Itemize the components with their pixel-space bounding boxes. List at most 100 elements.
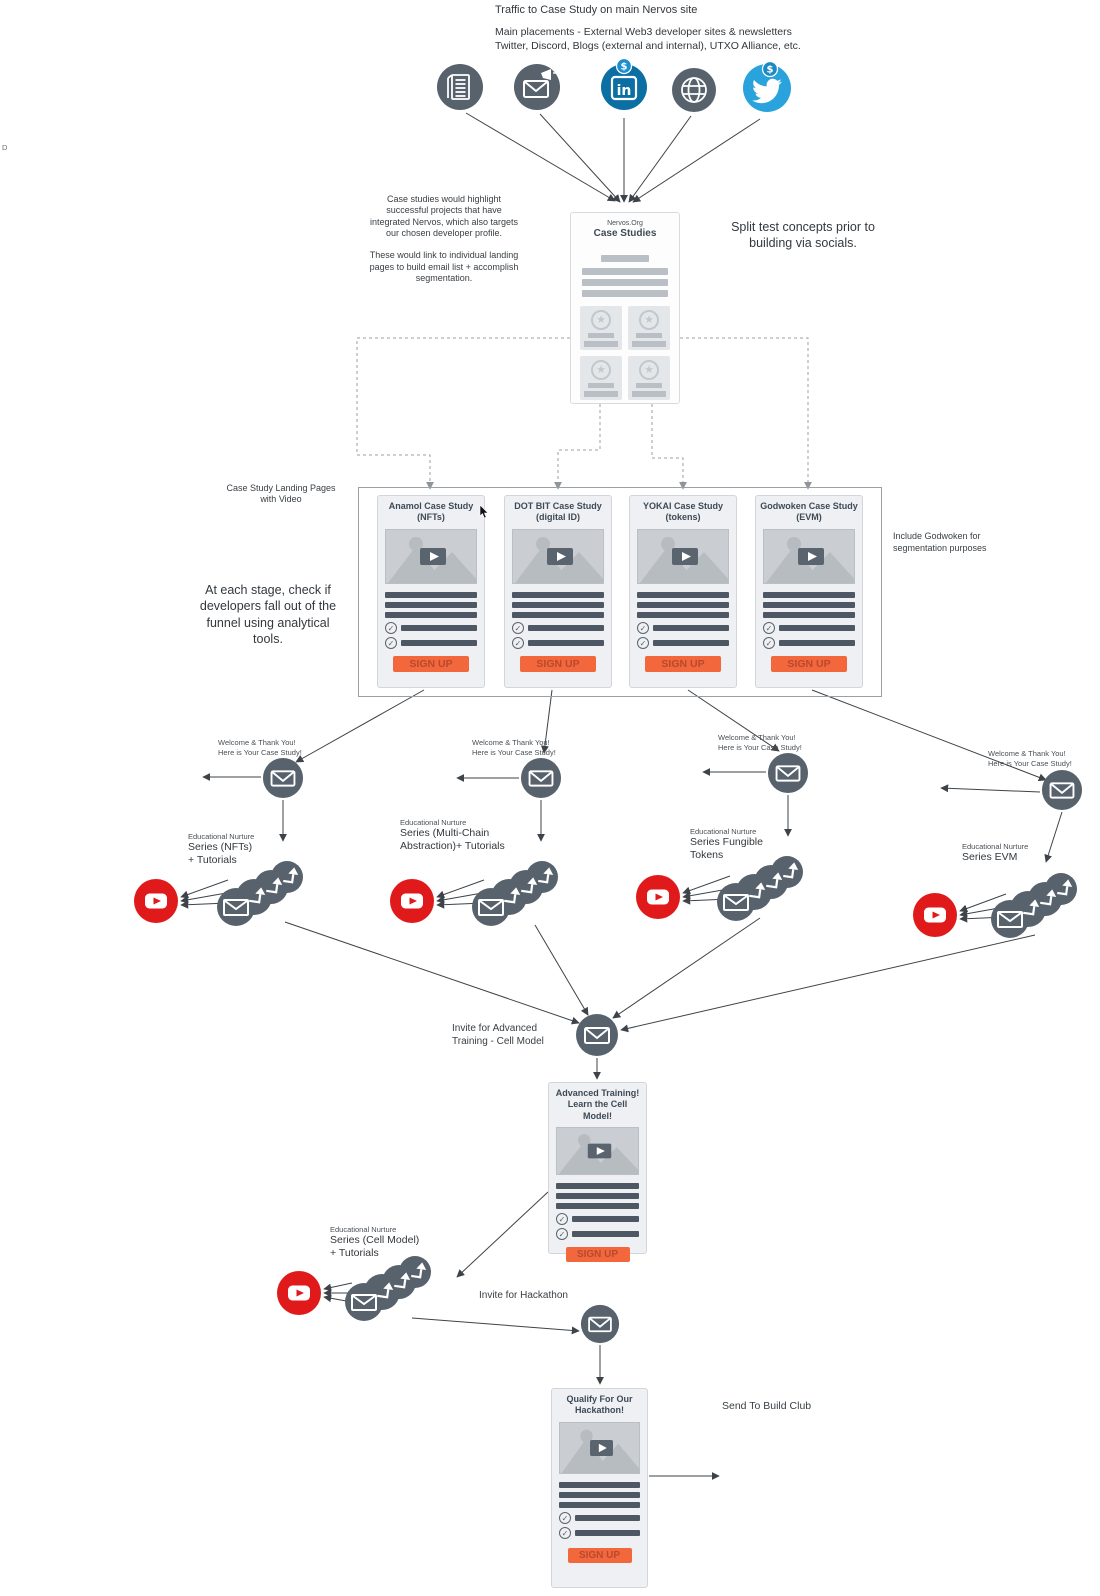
- check-icon: ✓: [763, 636, 775, 649]
- check-icon: ✓: [559, 1511, 571, 1524]
- landing-pages-group: [358, 487, 882, 697]
- nurture-label-fungible: Educational Nurture Series Fungible Toke…: [690, 827, 810, 862]
- welcome-email-icon[interactable]: [1041, 769, 1083, 811]
- check-icon: ✓: [512, 636, 524, 649]
- text-line-bar: [556, 1202, 639, 1209]
- benefit-row: ✓: [763, 636, 855, 649]
- newspaper-icon[interactable]: [437, 64, 483, 110]
- case-studies-page[interactable]: Nervos.Org Case Studies ★ ★ ★ ★: [570, 212, 680, 404]
- nurture-title: Series (NFTs) + Tutorials: [188, 841, 253, 867]
- youtube-icon[interactable]: [277, 1271, 321, 1315]
- welcome-email-icon[interactable]: [262, 757, 304, 799]
- text-line-bar: [385, 611, 477, 618]
- text-line-bar: [637, 611, 729, 618]
- case-study-thumb[interactable]: ★: [628, 306, 670, 350]
- benefit-row: ✓: [637, 636, 729, 649]
- sign-up-button[interactable]: SIGN UP: [645, 655, 721, 672]
- play-icon: [513, 529, 603, 583]
- nurture-label-evm: Educational Nurture Series EVM: [962, 842, 1072, 864]
- benefit-row: ✓: [559, 1526, 640, 1539]
- text-line-bar: [763, 611, 855, 618]
- check-icon: ✓: [637, 636, 649, 649]
- sign-up-button[interactable]: SIGN UP: [565, 1246, 630, 1263]
- benefit-row: ✓: [559, 1511, 640, 1524]
- landing-card-yokai[interactable]: YOKAI Case Study (tokens) ✓ ✓ SIGN UP: [629, 495, 737, 688]
- twitter-icon[interactable]: $: [743, 60, 791, 116]
- globe-icon[interactable]: [672, 68, 716, 112]
- video-thumbnail[interactable]: [763, 528, 855, 584]
- nurture-title: Series Fungible Tokens: [690, 836, 763, 862]
- benefit-row: ✓: [385, 621, 477, 634]
- email-drip-stack-icon[interactable]: [342, 1245, 438, 1321]
- text-line-bar: [385, 601, 477, 608]
- benefit-row: ✓: [512, 636, 604, 649]
- welcome-email-icon[interactable]: [767, 752, 809, 794]
- youtube-icon[interactable]: [390, 879, 434, 923]
- card-title: Qualify For Our Hackathon!: [566, 1394, 633, 1416]
- video-thumbnail[interactable]: [512, 528, 604, 584]
- nurture-kicker: Educational Nurture: [330, 1225, 397, 1234]
- funnel-check-note: At each stage, check if developers fall …: [199, 583, 337, 646]
- landing-card-anamol[interactable]: Anamol Case Study (NFTs) ✓ ✓ SIGN UP: [377, 495, 485, 688]
- case-study-note: Case studies would highlight successful …: [369, 194, 519, 283]
- text-line-bar: [637, 601, 729, 608]
- benefit-row: ✓: [637, 621, 729, 634]
- landing-card-godwoken[interactable]: Godwoken Case Study (EVM) ✓ ✓ SIGN UP: [755, 495, 863, 688]
- hackathon-card[interactable]: Qualify For Our Hackathon! ✓ ✓ SIGN UP: [551, 1388, 648, 1588]
- send-build-club-label: Send To Build Club: [722, 1400, 812, 1412]
- video-thumbnail[interactable]: [556, 1126, 639, 1175]
- youtube-icon[interactable]: [636, 875, 680, 919]
- email-drip-stack-icon[interactable]: [988, 862, 1084, 938]
- text-line-bar: [559, 1481, 640, 1488]
- sign-up-button[interactable]: SIGN UP: [567, 1547, 632, 1563]
- email-drip-stack-icon[interactable]: [214, 850, 310, 926]
- nurture-label-nfts: Educational Nurture Series (NFTs) + Tuto…: [188, 832, 318, 867]
- welcome-email-label: Welcome & Thank You! Here is Your Case S…: [218, 738, 302, 757]
- benefit-row: ✓: [385, 636, 477, 649]
- video-thumbnail[interactable]: [385, 528, 477, 584]
- nurture-kicker: Educational Nurture: [690, 827, 757, 836]
- text-line-bar: [763, 591, 855, 598]
- invite-hackathon-label: Invite for Hackathon: [479, 1290, 568, 1301]
- text-line-bar: [582, 279, 668, 286]
- sign-up-button[interactable]: SIGN UP: [520, 655, 596, 672]
- nurture-title: Series (Cell Model) + Tutorials: [330, 1234, 420, 1260]
- text-line-bar: [556, 1192, 639, 1199]
- text-line-bar: [601, 255, 649, 262]
- case-study-thumb[interactable]: ★: [628, 356, 670, 400]
- email-campaign-icon[interactable]: [514, 64, 560, 110]
- split-test-note: Split test concepts prior to building vi…: [731, 220, 875, 251]
- linkedin-icon[interactable]: in $: [601, 58, 647, 110]
- video-thumbnail[interactable]: [559, 1421, 640, 1474]
- youtube-icon[interactable]: [134, 879, 178, 923]
- text-line-bar: [512, 611, 604, 618]
- case-study-thumb[interactable]: ★: [580, 356, 622, 400]
- invite-training-label: Invite for Advanced Training - Cell Mode…: [452, 1023, 544, 1047]
- invite-hackathon-email-icon[interactable]: [580, 1304, 620, 1344]
- email-drip-stack-icon[interactable]: [469, 850, 565, 926]
- star-icon: ★: [591, 359, 611, 380]
- godwoken-note: Include Godwoken for segmentation purpos…: [893, 531, 987, 553]
- youtube-icon[interactable]: [913, 893, 957, 937]
- advanced-training-card[interactable]: Advanced Training! Learn the Cell Model!…: [548, 1082, 647, 1263]
- play-icon: [557, 1127, 638, 1174]
- placements-note: Main placements - External Web3 develope…: [495, 26, 801, 52]
- sign-up-button[interactable]: SIGN UP: [393, 655, 469, 672]
- card-title: DOT BIT Case Study (digital ID): [514, 501, 602, 523]
- video-thumbnail[interactable]: [637, 528, 729, 584]
- invite-training-email-icon[interactable]: [575, 1013, 619, 1057]
- case-study-thumb[interactable]: ★: [580, 306, 622, 350]
- check-icon: ✓: [556, 1212, 568, 1225]
- email-drip-stack-icon[interactable]: [714, 845, 810, 921]
- svg-text:in: in: [617, 83, 632, 99]
- welcome-email-icon[interactable]: [520, 757, 562, 799]
- check-icon: ✓: [637, 621, 649, 634]
- play-icon: [764, 529, 854, 583]
- nurture-label-cell-model: Educational Nurture Series (Cell Model) …: [330, 1225, 465, 1260]
- check-icon: ✓: [512, 621, 524, 634]
- landing-card-dotbit[interactable]: DOT BIT Case Study (digital ID) ✓ ✓ SIGN…: [504, 495, 612, 688]
- landing-pages-label: Case Study Landing Pages with Video: [226, 483, 336, 505]
- sign-up-button[interactable]: SIGN UP: [771, 655, 847, 672]
